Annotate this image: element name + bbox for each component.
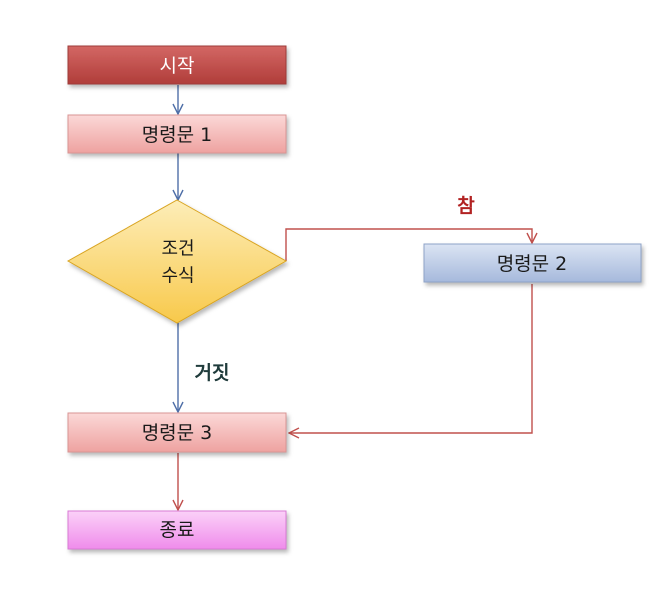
statement-3-node: 명령문 3 [67,412,287,453]
condition-label-line1: 조건 [161,239,194,260]
true-branch-label: 참 [457,195,475,217]
start-label: 시작 [160,55,195,77]
start-node: 시작 [67,45,287,85]
condition-decision-node: 조건 수식 [66,199,288,324]
end-node: 종료 [67,510,287,550]
statement-2-label: 명령문 2 [497,253,568,275]
false-branch-label: 거짓 [195,362,230,384]
statement-1-label: 명령문 1 [142,124,213,146]
arrow-condition-true-to-stmt2 [285,228,532,261]
statement-2-node: 명령문 2 [423,243,642,283]
condition-label-line2: 수식 [161,266,194,287]
end-label: 종료 [160,519,195,541]
arrow-stmt2-to-stmt3 [289,284,533,433]
connectors [178,85,532,510]
statement-1-node: 명령문 1 [67,114,287,154]
statement-3-label: 명령문 3 [142,422,213,444]
